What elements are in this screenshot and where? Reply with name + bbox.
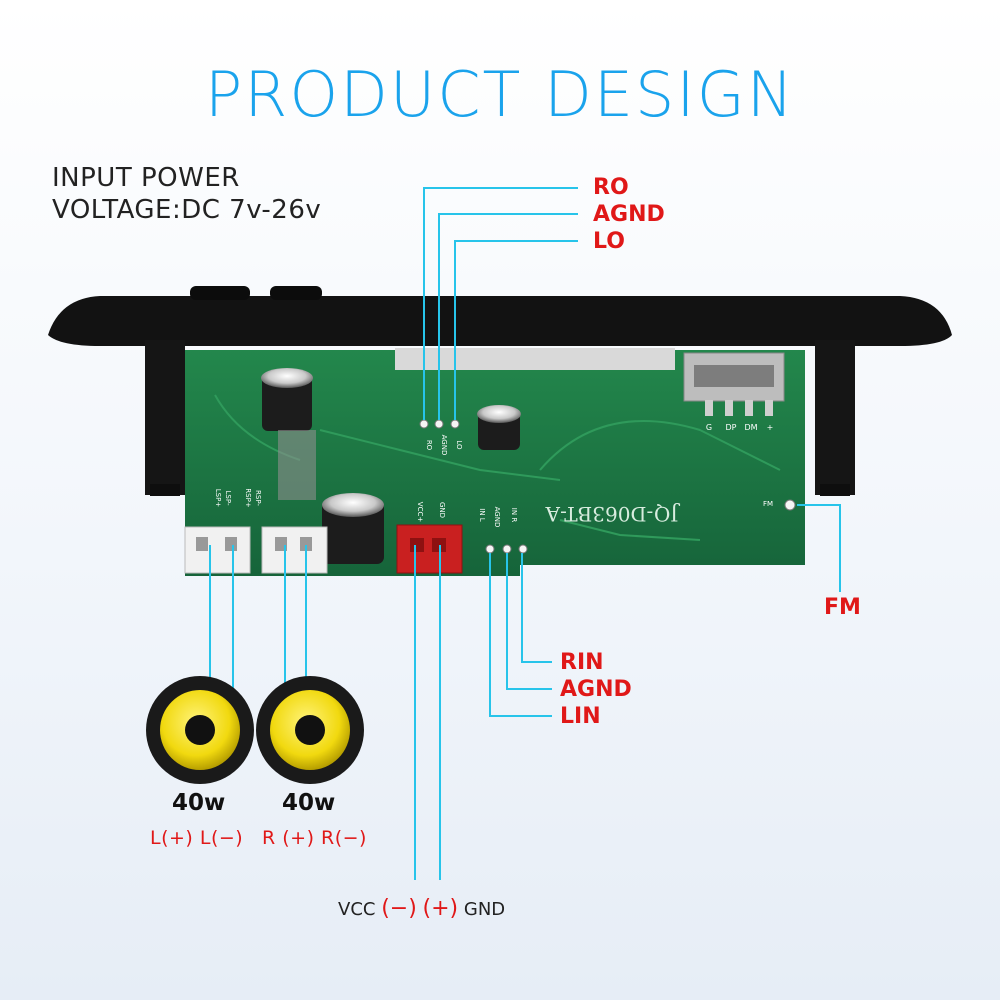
silk-lsp-plus: LSP+ — [214, 489, 222, 508]
speaker-left-polarity: L(+) L(−) — [150, 827, 244, 849]
label-lo: LO — [593, 229, 625, 254]
supply-negative: (−) — [381, 896, 417, 921]
usb-pin-dm: DM — [744, 423, 757, 432]
supply-positive: (+) — [422, 896, 459, 921]
capacitor-3 — [322, 493, 384, 564]
supply-vcc: VCC — [338, 899, 376, 920]
display-window — [395, 348, 675, 370]
label-agnd-bottom: AGND — [560, 677, 632, 702]
silk-lsp-minus: LSP- — [224, 491, 232, 506]
speaker-left-icon — [146, 676, 254, 784]
label-agnd-top: AGND — [593, 202, 665, 227]
speaker-left-power: 40w — [172, 790, 226, 816]
usb-pin-dp: DP — [726, 423, 737, 432]
page-title: PRODUCT DESIGN — [204, 58, 796, 131]
silk-in-agnd: AGND — [493, 507, 501, 528]
label-ro: RO — [593, 175, 629, 200]
capacitor-2 — [477, 405, 521, 450]
silk-gnd: GND — [438, 502, 446, 518]
silk-agnd: AGND — [440, 435, 448, 456]
usb-pin-plus: + — [767, 423, 774, 432]
power-line-2: VOLTAGE:DC 7v-26v — [52, 195, 322, 225]
silk-rsp-minus: RSP- — [254, 490, 262, 506]
panel-button — [270, 286, 322, 300]
panel-button — [190, 286, 250, 300]
input-power-spec: INPUT POWER VOLTAGE:DC 7v-26v — [52, 162, 321, 226]
silk-lo: LO — [455, 440, 463, 450]
silk-in-r: IN R — [510, 508, 518, 523]
silk-vcc: VCC+ — [416, 502, 424, 523]
speaker-connector-right — [261, 526, 328, 574]
silk-rsp-plus: RSP+ — [244, 488, 252, 508]
label-lin: LIN — [560, 704, 601, 729]
power-line-1: INPUT POWER — [52, 163, 240, 193]
label-rin: RIN — [560, 650, 604, 675]
silk-ro: RO — [425, 440, 433, 451]
front-panel — [48, 286, 952, 496]
power-connector — [396, 524, 463, 574]
speaker-right-polarity: R (+) R(−) — [262, 827, 367, 849]
supply-label: VCC (−) (+) GND — [338, 896, 505, 921]
speaker-right-icon — [256, 676, 364, 784]
pin-pads — [419, 419, 796, 554]
capacitor-1 — [261, 368, 316, 500]
silk-in-l: IN L — [478, 508, 486, 522]
speaker-right-power: 40w — [282, 790, 336, 816]
label-fm: FM — [824, 595, 861, 620]
speaker-connector-left — [184, 526, 251, 574]
usb-port: G DP DM + — [683, 352, 785, 432]
board-model: JQ-D063BT-A — [545, 502, 680, 526]
wires — [209, 187, 841, 880]
supply-gnd: GND — [463, 899, 506, 920]
silk-fm: FM — [763, 500, 773, 508]
usb-pin-g: G — [706, 423, 712, 432]
